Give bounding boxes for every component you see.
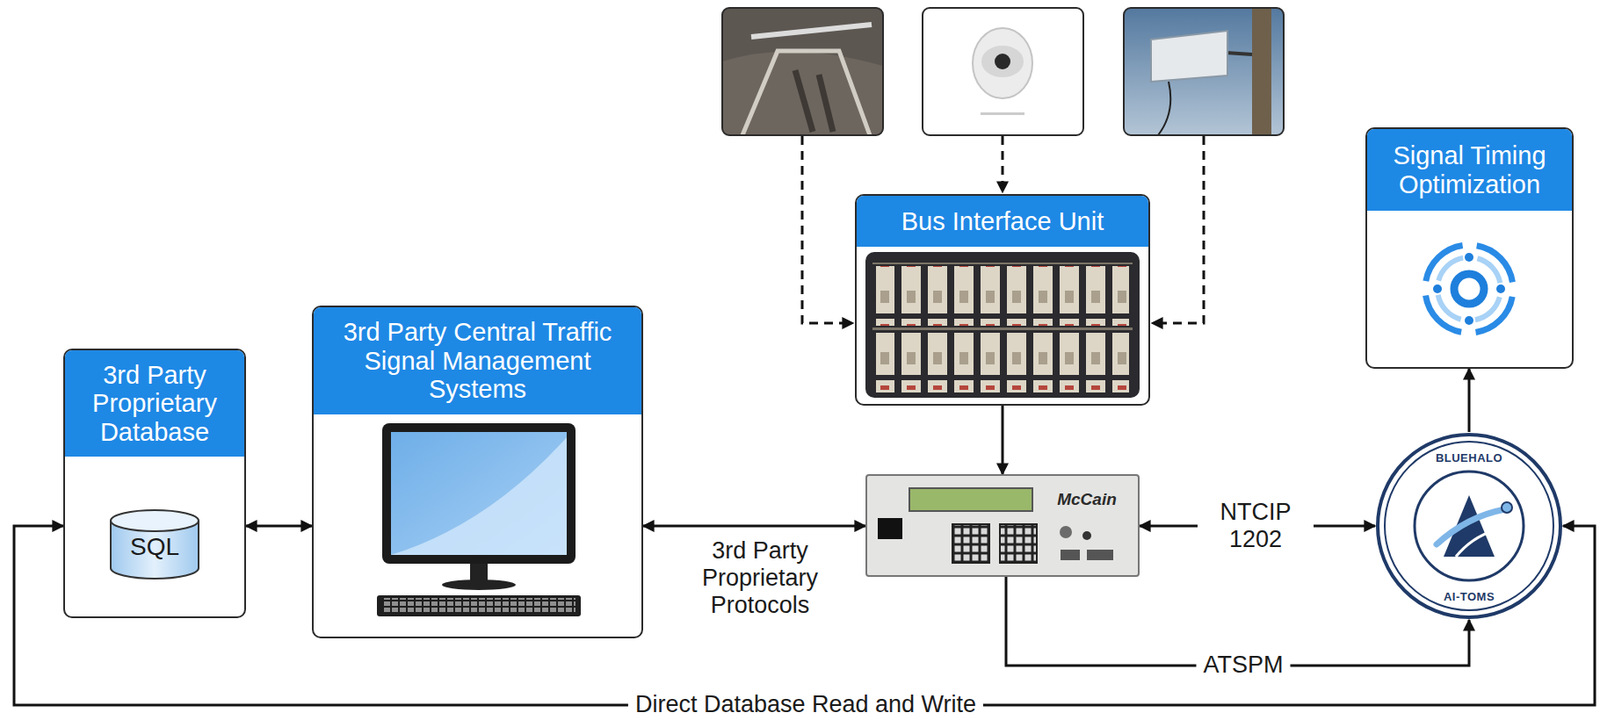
- component-box: 3rd Party Proprietary DatabaseSQL: [63, 348, 247, 619]
- sky: [1123, 7, 1284, 136]
- box-title: Bus Interface Unit: [901, 207, 1105, 236]
- camera-housing: [972, 28, 1033, 99]
- connector: [14, 526, 1595, 706]
- dot: [1464, 316, 1474, 326]
- box-header: 3rd Party Proprietary Database: [65, 350, 245, 457]
- sensor-bar: [751, 24, 872, 37]
- cable: [1158, 81, 1171, 136]
- connector: [1001, 405, 1005, 475]
- component-box: 3rd Party Central Traffic Signal Managem…: [311, 305, 644, 639]
- keypad-keys: [953, 525, 989, 563]
- photo-frame: [1123, 7, 1284, 136]
- monitor-screen: [390, 432, 567, 556]
- rack-frame: [865, 252, 1140, 399]
- connector-label: 3rd Party Proprietary Protocols: [679, 537, 841, 620]
- component-box: Bus Interface Unit: [854, 194, 1151, 406]
- component-box: Signal Timing Optimization: [1365, 127, 1574, 370]
- controller-illustration: [865, 474, 1140, 578]
- camera-photo: [922, 7, 1084, 136]
- port: [1060, 550, 1080, 561]
- sensor-feed-arrow: [1001, 136, 1005, 193]
- inner-arc: [1430, 250, 1508, 328]
- dot: [1433, 284, 1442, 294]
- pole: [1252, 7, 1272, 136]
- brand-label: McCain: [1057, 490, 1117, 509]
- monitor-frame: [382, 423, 576, 565]
- database-label-holder: SQL: [65, 533, 245, 561]
- box-title: 3rd Party Central Traffic Signal Managem…: [338, 318, 617, 404]
- box-title: 3rd Party Proprietary Database: [72, 361, 238, 447]
- monitor-neck: [470, 564, 488, 582]
- badge-text: AI-TOMS: [1443, 591, 1495, 605]
- port: [1086, 550, 1114, 561]
- photo-frame: [922, 7, 1084, 136]
- keyboard-keys: [382, 598, 576, 615]
- brand-label-holder: McCain: [1041, 490, 1133, 509]
- lcd-screen: [909, 488, 1033, 512]
- badge-inner: [1414, 471, 1524, 581]
- keypad: [951, 523, 991, 565]
- camera-lens: [994, 53, 1011, 70]
- connector-label: ATSPM: [1195, 651, 1290, 680]
- card-row: [876, 333, 1130, 393]
- bracket: [1225, 52, 1253, 55]
- dot: [1496, 284, 1506, 294]
- saw-cut: [742, 50, 870, 136]
- badge-ring: [1384, 441, 1554, 611]
- database-label: SQL: [130, 533, 180, 561]
- connector: [246, 525, 312, 529]
- outer-arc: [1418, 238, 1521, 341]
- badge-text-holder: AI-TOMS: [1375, 588, 1564, 605]
- connector-label: Direct Database Read and Write: [628, 691, 984, 719]
- rail: [872, 262, 1133, 265]
- box-header: 3rd Party Central Traffic Signal Managem…: [313, 307, 642, 415]
- sensor-feed-arrow: [1151, 136, 1204, 324]
- keypad: [999, 523, 1038, 565]
- badge-outer: [1377, 434, 1561, 618]
- logo-circle: BLUEHALO AI-TOMS: [1375, 432, 1564, 621]
- logo-dot: [1501, 502, 1513, 514]
- asphalt-patch: [722, 51, 884, 136]
- box-header: Bus Interface Unit: [856, 195, 1149, 247]
- camera-ring: [981, 45, 1024, 78]
- monitor-base: [441, 579, 516, 591]
- box-header: Signal Timing Optimization: [1367, 129, 1572, 211]
- sensor-feed-arrow: [802, 136, 854, 324]
- loop-detector-photo: [722, 7, 884, 136]
- controller-panel: McCain: [865, 474, 1140, 578]
- keyboard: [376, 595, 581, 617]
- knob: [1082, 531, 1092, 541]
- connector: [643, 525, 866, 529]
- connector-label: NTCIP 1202: [1197, 499, 1314, 554]
- caption-mark: [980, 112, 1025, 116]
- card-row: [876, 266, 1130, 326]
- knob: [1059, 526, 1072, 539]
- connector: [1468, 369, 1471, 433]
- asphalt: [722, 7, 884, 136]
- radar-box: [1151, 30, 1228, 82]
- box-title: Signal Timing Optimization: [1377, 141, 1562, 199]
- photo-frame: [722, 7, 884, 136]
- logo-road: [1436, 509, 1506, 545]
- radar-photo: [1123, 7, 1284, 136]
- keypad-keys: [1000, 525, 1036, 563]
- center-ring: [1454, 274, 1485, 305]
- logo-lane: [1455, 530, 1495, 558]
- dot: [1464, 253, 1474, 262]
- badge-text: BLUEHALO: [1435, 452, 1503, 466]
- badge-text-holder: BLUEHALO: [1375, 449, 1564, 466]
- cylinder-top: [110, 510, 199, 532]
- tyre-mark: [795, 70, 833, 132]
- logo-peak: [1443, 495, 1495, 558]
- power-switch: [877, 518, 903, 540]
- rail: [872, 327, 1133, 331]
- screen-glare: [390, 437, 567, 556]
